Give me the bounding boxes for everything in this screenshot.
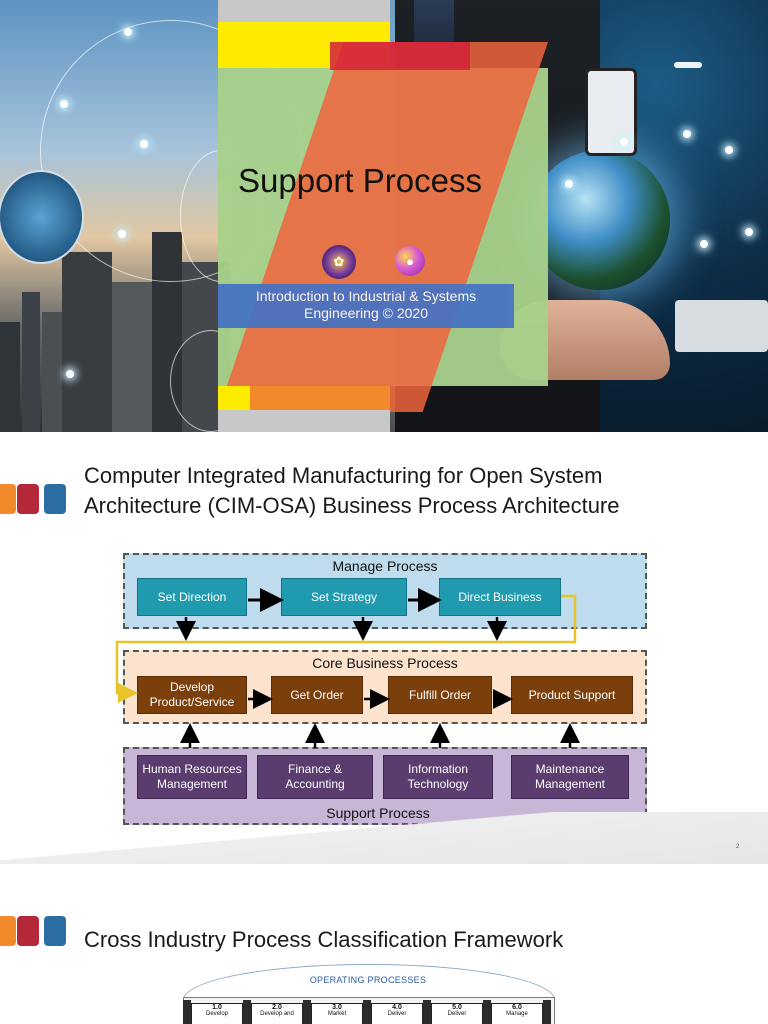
feedback-connector bbox=[115, 594, 577, 703]
box-product-support: Product Support bbox=[511, 676, 633, 714]
slide-title: Support Process bbox=[238, 162, 482, 199]
slide-title-line2: Architecture (CIM-OSA) Business Process … bbox=[84, 493, 620, 518]
diagram-connectors bbox=[115, 588, 580, 748]
slide-title-line1: Computer Integrated Manufacturing for Op… bbox=[84, 463, 603, 488]
slide-title: Cross Industry Process Classification Fr… bbox=[84, 927, 564, 952]
course-subtitle: Introduction to Industrial & Systems Eng… bbox=[218, 284, 514, 328]
box-develop-product-service: Develop Product/Service bbox=[137, 676, 247, 714]
accent-square bbox=[44, 916, 66, 946]
box-finance-accounting: Finance & Accounting bbox=[257, 755, 373, 799]
box-fulfill-order: Fulfill Order bbox=[388, 676, 492, 714]
globe-icon bbox=[530, 150, 670, 290]
ie-logo: ● bbox=[395, 246, 425, 276]
box-set-strategy: Set Strategy bbox=[281, 578, 407, 616]
manage-lane-label: Manage Process bbox=[332, 558, 438, 574]
cim-osa-slide: Computer Integrated Manufacturing for Op… bbox=[0, 432, 768, 864]
operating-processes-label: OPERATING PROCESSES bbox=[309, 975, 427, 985]
title-slide: Support Process ✿ ● Introduction to Indu… bbox=[0, 0, 768, 432]
box-human-resources: Human Resources Management bbox=[137, 755, 247, 799]
accent-square bbox=[44, 484, 66, 514]
accent-square bbox=[17, 916, 39, 946]
accent-square bbox=[17, 484, 39, 514]
box-direct-business: Direct Business bbox=[439, 578, 561, 616]
pcf-slide: Cross Industry Process Classification Fr… bbox=[0, 864, 768, 1024]
decor-band bbox=[218, 0, 390, 22]
core-lane-label: Core Business Process bbox=[312, 655, 458, 671]
accent-square bbox=[0, 916, 16, 946]
footer-wave bbox=[0, 812, 768, 864]
decor-band bbox=[330, 42, 470, 70]
box-set-direction: Set Direction bbox=[137, 578, 247, 616]
box-information-technology: Information Technology bbox=[383, 755, 493, 799]
accent-square bbox=[0, 484, 16, 514]
page-number: 2 bbox=[736, 844, 740, 850]
decor-band bbox=[250, 386, 390, 410]
box-get-order: Get Order bbox=[271, 676, 363, 714]
smartphone-icon bbox=[585, 68, 637, 156]
box-maintenance-management: Maintenance Management bbox=[511, 755, 629, 799]
university-seal-logo: ✿ bbox=[322, 245, 356, 279]
people-network-icon bbox=[0, 170, 84, 264]
laptop-icon bbox=[675, 300, 768, 352]
decor-band bbox=[218, 410, 390, 432]
airplane-icon bbox=[674, 62, 702, 68]
